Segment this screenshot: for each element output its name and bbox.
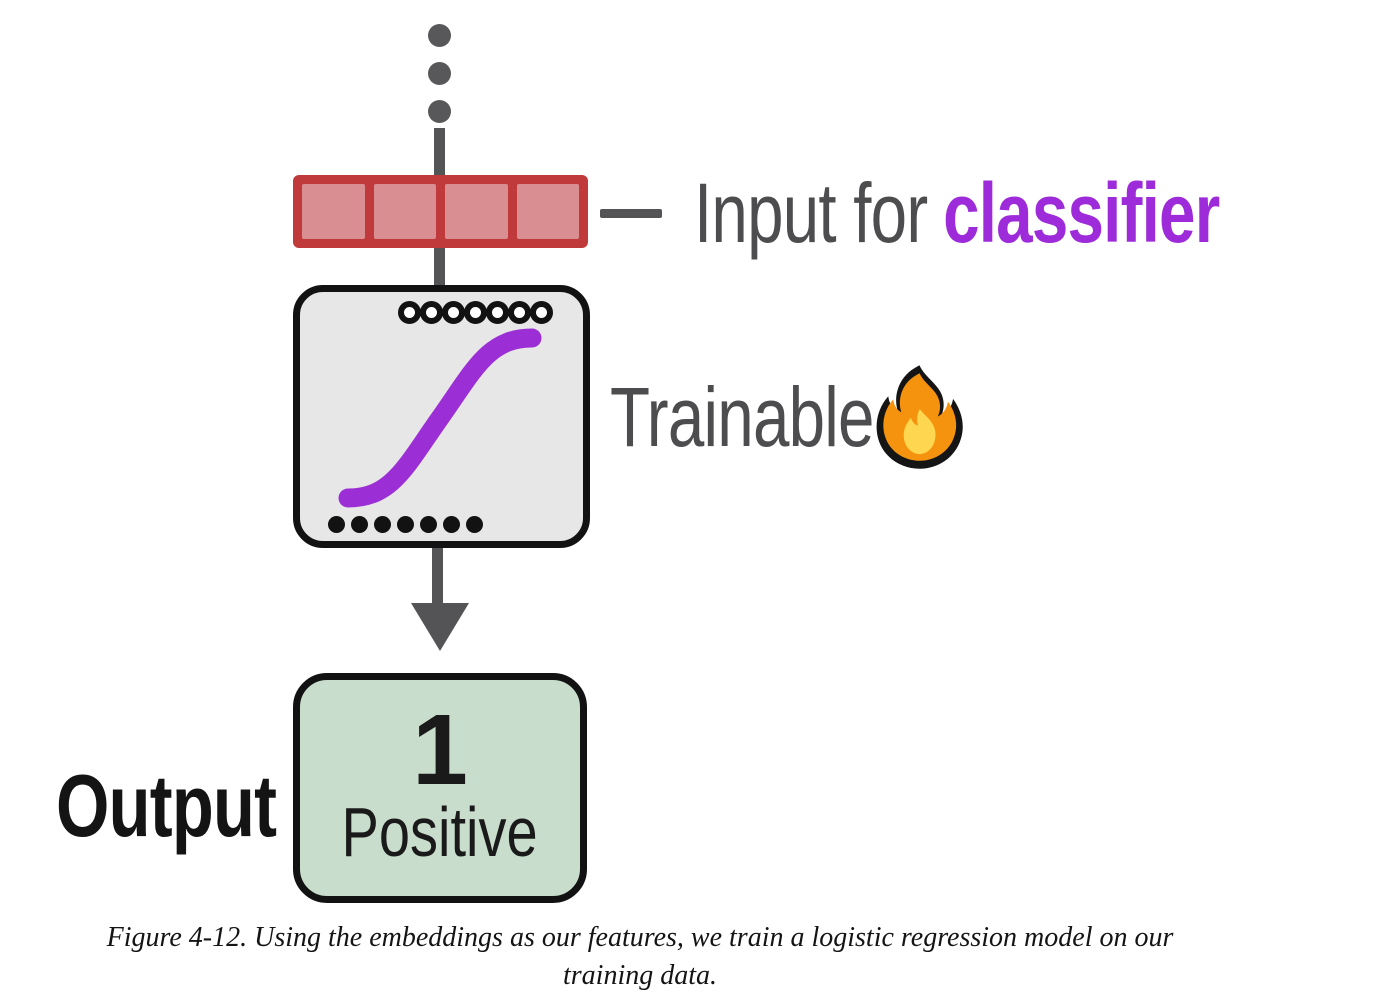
input-node (398, 301, 421, 324)
output-box: 1 Positive (293, 673, 587, 903)
trainable-label: Trainable (610, 365, 963, 469)
input-node (464, 301, 487, 324)
input-label-classifier: classifier (943, 166, 1220, 260)
sigmoid-curve-icon (338, 328, 542, 508)
ellipsis-dot (428, 100, 451, 123)
output-node (466, 516, 483, 533)
trainable-text: Trainable (610, 370, 874, 464)
down-arrow-icon (411, 548, 469, 651)
ellipsis-dot (428, 62, 451, 85)
input-node (486, 301, 509, 324)
input-node (508, 301, 531, 324)
embedding-cell (302, 184, 365, 239)
output-node (443, 516, 460, 533)
embedding-vector (293, 175, 588, 248)
fire-icon (876, 365, 963, 469)
connector-dash (600, 209, 662, 218)
output-node (374, 516, 391, 533)
embedding-cell (445, 184, 508, 239)
ellipsis-dot (428, 24, 451, 47)
input-label-prefix: Input for (694, 166, 928, 260)
output-node (397, 516, 414, 533)
bottom-nodes-row (328, 516, 483, 533)
output-node (420, 516, 437, 533)
ellipsis-dots (428, 24, 451, 123)
figure-caption: Figure 4-12. Using the embeddings as our… (0, 919, 1280, 995)
top-nodes-row (398, 301, 553, 324)
embedding-cell (516, 184, 579, 239)
input-node (442, 301, 465, 324)
embedding-cell (373, 184, 436, 239)
output-label: Output (56, 756, 277, 855)
output-class-label: Positive (341, 793, 539, 871)
caption-line2: training data. (562, 960, 717, 991)
input-node (420, 301, 443, 324)
output-value: 1 (412, 694, 468, 806)
output-node (328, 516, 345, 533)
caption-line1: Figure 4-12. Using the embeddings as our… (106, 922, 1174, 953)
classifier-box (293, 285, 590, 548)
input-node (530, 301, 553, 324)
output-node (351, 516, 368, 533)
